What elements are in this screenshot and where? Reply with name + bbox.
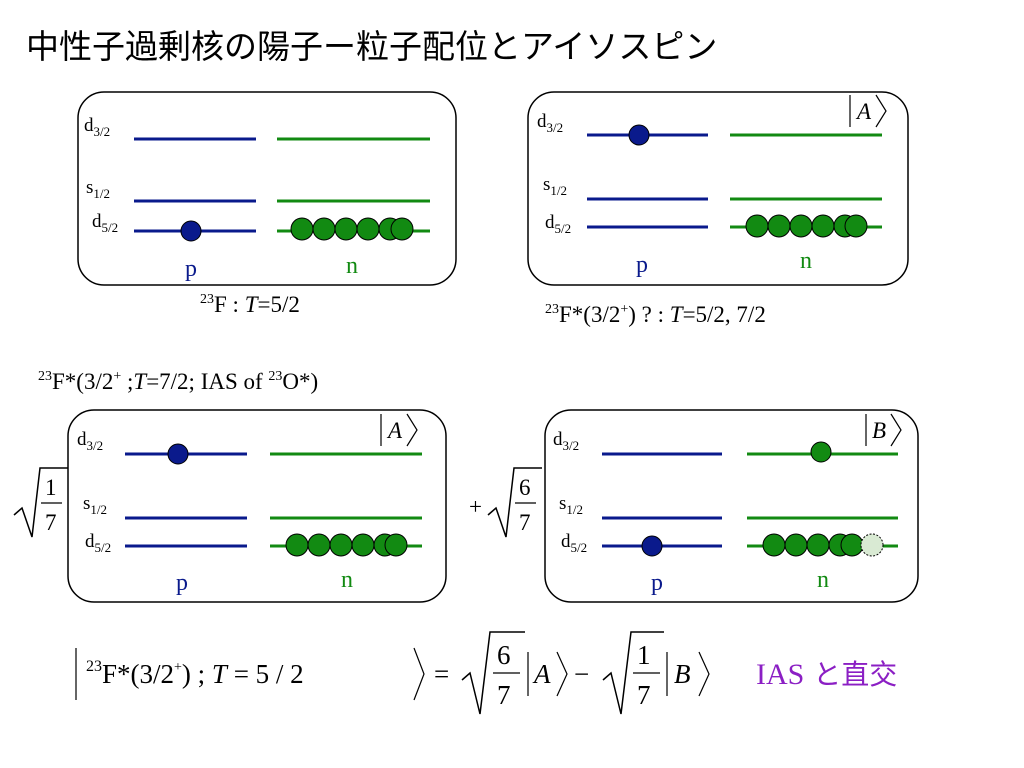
proton bbox=[180, 220, 202, 242]
panel-1-frame bbox=[77, 91, 457, 286]
svg-text:7: 7 bbox=[519, 510, 531, 535]
equals-sign: = bbox=[434, 659, 449, 689]
neutron bbox=[767, 214, 791, 238]
neutron bbox=[285, 533, 309, 557]
formula-state: 23F*(3/2+) ; T = 5 / 2 bbox=[86, 658, 304, 689]
svg-text:6: 6 bbox=[519, 475, 531, 500]
panel-4-frame bbox=[544, 409, 919, 603]
level-label-d32: d3/2 bbox=[77, 429, 103, 453]
panel-1: d3/2 s1/2 d5/2 p n bbox=[84, 115, 430, 282]
panel-2-frame bbox=[527, 91, 909, 286]
neutron bbox=[844, 214, 868, 238]
svg-text:7: 7 bbox=[497, 680, 511, 710]
level-label-d52: d5/2 bbox=[85, 531, 111, 555]
neutron bbox=[762, 533, 786, 557]
svg-text:7: 7 bbox=[45, 510, 57, 535]
svg-text:7: 7 bbox=[637, 680, 651, 710]
svg-text:1: 1 bbox=[45, 475, 57, 500]
isospin-formula: 23F*(3/2+) ; T = 5 / 2 = 6 7 A − 1 7 B bbox=[75, 631, 710, 715]
caption-23F-excited: 23F*(3/2+) ? : T=5/2, 7/2 bbox=[545, 302, 766, 327]
neutron bbox=[356, 217, 380, 241]
formula-sqrt-6-7: 6 7 bbox=[461, 631, 525, 715]
neutron bbox=[840, 533, 864, 557]
level-label-d32: d3/2 bbox=[537, 111, 563, 135]
neutron-label: n bbox=[800, 248, 812, 274]
neutron-excited bbox=[810, 441, 832, 463]
coefficient-sqrt-1-7: 1 7 bbox=[13, 467, 68, 538]
proton-label: p bbox=[176, 570, 188, 596]
svg-text:A: A bbox=[855, 99, 872, 124]
caption-23F-ground: 23F : T=5/2 bbox=[200, 292, 300, 317]
panel-2: d3/2 s1/2 d5/2 p n A bbox=[537, 94, 887, 278]
formula-ket-B: B bbox=[666, 651, 710, 697]
level-label-d32: d3/2 bbox=[553, 429, 579, 453]
proton-label: p bbox=[651, 570, 663, 596]
proton bbox=[641, 535, 663, 557]
orthogonal-note: IAS と直交 bbox=[756, 658, 897, 691]
proton bbox=[628, 124, 650, 146]
level-label-s12: s1/2 bbox=[543, 174, 567, 198]
neutron bbox=[390, 217, 414, 241]
svg-text:B: B bbox=[872, 418, 886, 443]
proton-label: p bbox=[636, 252, 648, 278]
svg-text:6: 6 bbox=[497, 640, 511, 670]
svg-text:A: A bbox=[532, 659, 551, 689]
ket-B: B bbox=[865, 413, 902, 447]
neutron bbox=[307, 533, 331, 557]
panel-3-frame bbox=[67, 409, 447, 603]
svg-text:B: B bbox=[674, 659, 691, 689]
neutron-label: n bbox=[346, 253, 358, 279]
neutron-hole bbox=[860, 533, 884, 557]
level-label-d52: d5/2 bbox=[561, 531, 587, 555]
proton-label: p bbox=[185, 256, 197, 282]
level-label-d52: d5/2 bbox=[545, 212, 571, 236]
caption-ias: 23F*(3/2+ ;T=7/2; IAS of 23O*) bbox=[38, 369, 318, 394]
formula-ket-A: A bbox=[527, 651, 568, 697]
svg-text:A: A bbox=[386, 418, 403, 443]
level-label-d32: d3/2 bbox=[84, 115, 110, 139]
formula-sqrt-1-7: 1 7 bbox=[602, 631, 664, 715]
ket-A: A bbox=[380, 413, 418, 447]
neutron bbox=[789, 214, 813, 238]
coefficient-sqrt-6-7: 6 7 bbox=[487, 467, 542, 538]
neutron bbox=[784, 533, 808, 557]
neutron-label: n bbox=[341, 567, 353, 593]
proton bbox=[167, 443, 189, 465]
panel-3: d3/2 s1/2 d5/2 p n A bbox=[77, 413, 422, 596]
neutron-label: n bbox=[817, 567, 829, 593]
neutron bbox=[329, 533, 353, 557]
ket-A: A bbox=[849, 94, 887, 128]
minus-sign: − bbox=[574, 659, 589, 689]
page-title: 中性子過剰核の陽子ー粒子配位とアイソスピン bbox=[26, 27, 717, 66]
neutron bbox=[384, 533, 408, 557]
svg-text:1: 1 bbox=[637, 640, 651, 670]
neutron bbox=[745, 214, 769, 238]
plus-sign: + bbox=[469, 494, 482, 519]
neutron bbox=[806, 533, 830, 557]
panel-4: d3/2 s1/2 d5/2 p n B bbox=[553, 413, 902, 596]
neutron bbox=[312, 217, 336, 241]
level-label-s12: s1/2 bbox=[86, 177, 110, 201]
neutron bbox=[811, 214, 835, 238]
level-label-s12: s1/2 bbox=[559, 493, 583, 517]
level-label-d52: d5/2 bbox=[92, 211, 118, 235]
level-label-s12: s1/2 bbox=[83, 493, 107, 517]
neutron bbox=[351, 533, 375, 557]
neutron bbox=[290, 217, 314, 241]
neutron bbox=[334, 217, 358, 241]
ket-close bbox=[413, 647, 425, 701]
